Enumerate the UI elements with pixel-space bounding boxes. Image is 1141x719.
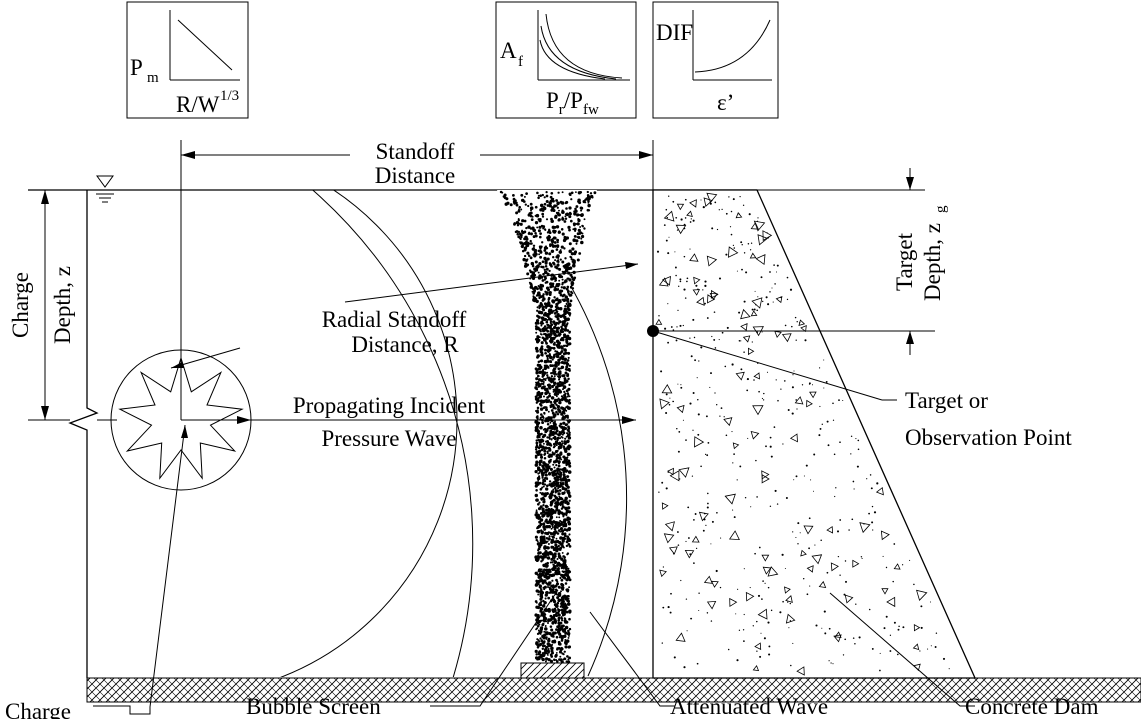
pm-x-sup: 1/3 bbox=[220, 88, 239, 104]
standoff-label-2: Distance bbox=[375, 163, 455, 188]
standoff-label-1: Standoff bbox=[376, 139, 455, 164]
pm-curve bbox=[177, 19, 233, 71]
pm-x-label: R/W bbox=[176, 92, 220, 117]
attenuated-wave-label: Attenuated Wave bbox=[670, 694, 828, 719]
propagating-label-2: Pressure Wave bbox=[321, 426, 456, 451]
af-curve-3 bbox=[539, 39, 606, 80]
af-curve-2 bbox=[540, 25, 617, 80]
charge-assembly bbox=[110, 140, 252, 491]
target-depth-sub: g bbox=[933, 205, 949, 213]
target-point bbox=[647, 325, 935, 401]
pm-y-sub: m bbox=[147, 70, 159, 86]
bottom-callouts: Charge Bubble Screen Attenuated Wave Con… bbox=[5, 424, 1099, 719]
propagating-wave-arrow: Propagating Incident Pressure Wave bbox=[181, 393, 636, 451]
water-level-icon bbox=[96, 175, 114, 188]
target-point-label-2: Observation Point bbox=[905, 425, 1072, 450]
concrete-dam-label: Concrete Dam bbox=[965, 694, 1099, 719]
target-depth-label-2: Depth, z bbox=[920, 223, 945, 301]
radial-label-1: Radial Standoff bbox=[322, 307, 467, 332]
bubble-screen-label: Bubble Screen bbox=[246, 694, 381, 719]
target-depth-dimension: Target Depth, z g bbox=[892, 168, 949, 355]
outer-wave-arc bbox=[311, 190, 474, 677]
radial-standoff: Radial Standoff Distance, R bbox=[170, 262, 639, 369]
charge-label: Charge bbox=[5, 699, 71, 719]
pm-inset: P m R/W 1/3 bbox=[126, 1, 249, 119]
bubble-screen-dots bbox=[499, 190, 597, 664]
charge-star-icon bbox=[118, 356, 244, 480]
dif-inset: DIF ε’ bbox=[652, 1, 779, 119]
bubble-screen-area bbox=[497, 190, 597, 663]
bubble-screen-base bbox=[520, 662, 585, 679]
dif-y-label: DIF bbox=[656, 20, 693, 45]
charge-depth-label-1: Charge bbox=[8, 272, 33, 338]
standoff-dimension: Standoff Distance bbox=[180, 139, 654, 190]
attenuated-wave-arc bbox=[535, 233, 628, 677]
af-x-label: Pr/Pfw bbox=[546, 88, 599, 118]
charge-depth-dimension: Charge Depth, z bbox=[8, 189, 75, 420]
propagating-label-1: Propagating Incident bbox=[293, 393, 486, 418]
radial-label-2: Distance, R bbox=[351, 332, 459, 357]
water-frame bbox=[28, 175, 925, 678]
concrete-dam bbox=[652, 189, 977, 679]
ground-strip bbox=[86, 677, 1141, 703]
dif-curve bbox=[694, 19, 771, 73]
af-y-label: A bbox=[500, 38, 517, 63]
target-point-label-1: Target or bbox=[905, 388, 988, 413]
dam-aggregate-texture bbox=[655, 192, 950, 676]
left-boundary bbox=[68, 190, 99, 678]
target-depth-label-1: Target bbox=[892, 232, 917, 291]
af-inset: A f Pr/Pfw bbox=[495, 1, 637, 119]
af-curve-1 bbox=[545, 13, 623, 79]
pm-y-label: P bbox=[130, 55, 143, 80]
dif-x-label: ε’ bbox=[717, 90, 734, 115]
af-y-sub: f bbox=[518, 54, 523, 70]
charge-depth-label-2: Depth, z bbox=[50, 266, 75, 344]
